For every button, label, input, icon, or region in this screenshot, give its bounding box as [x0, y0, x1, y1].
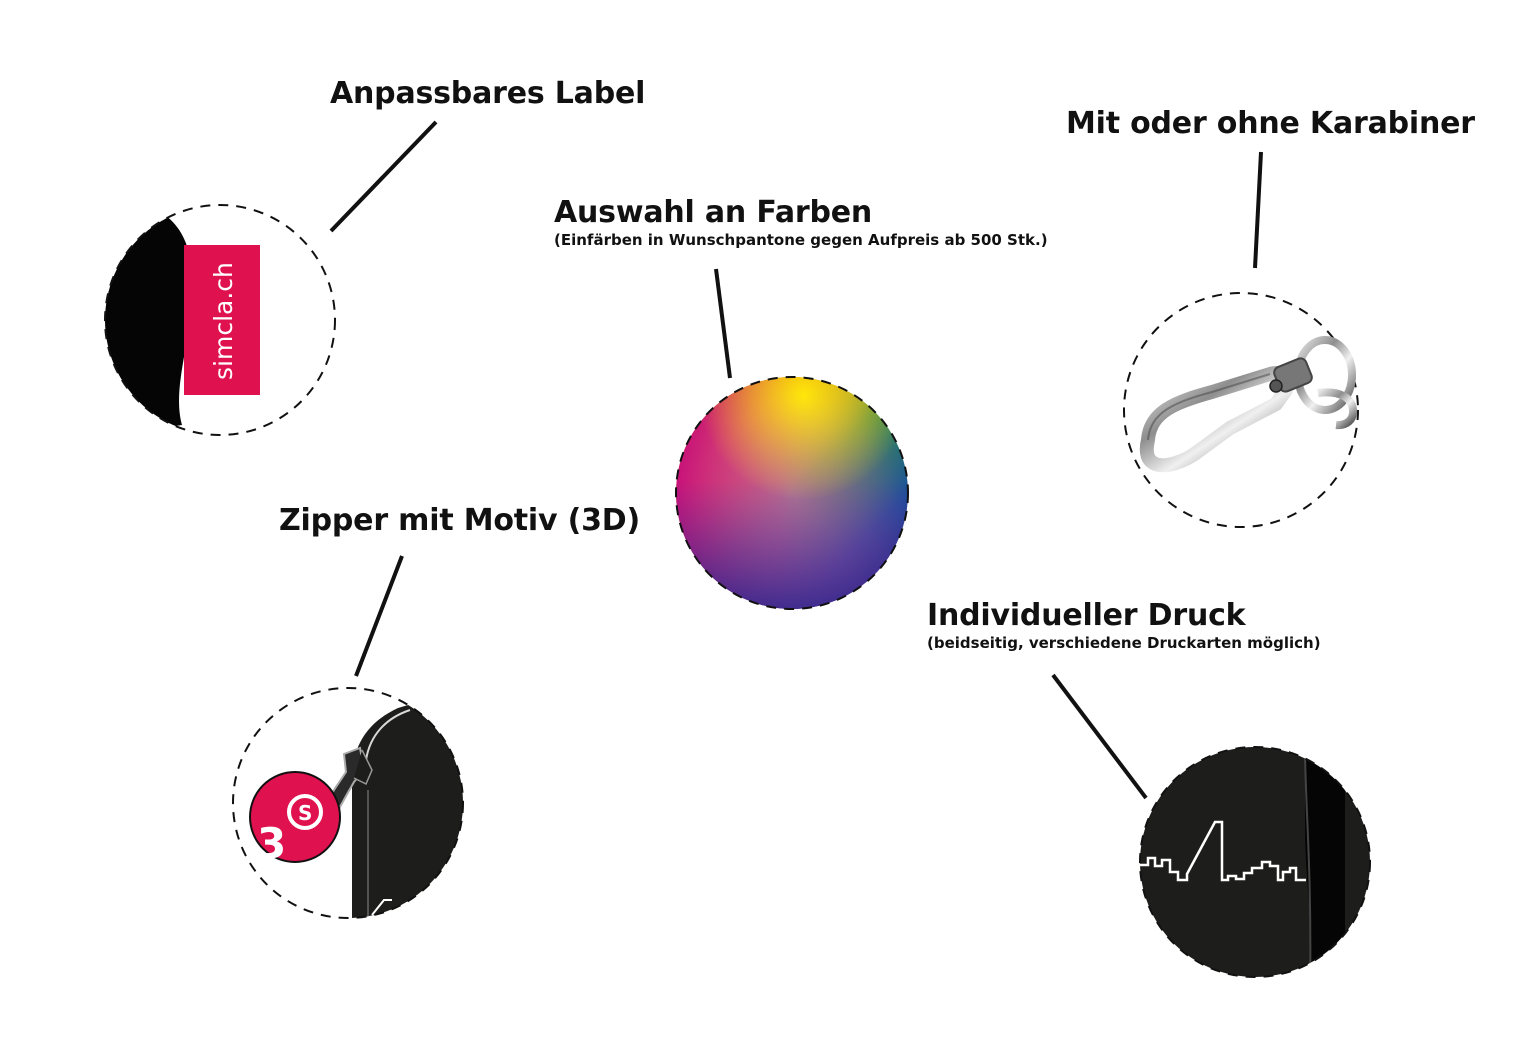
carabiner-title: Mit oder ohne Karabiner — [1066, 106, 1475, 141]
color-options-detail — [675, 268, 909, 610]
skyline-print — [1140, 820, 1306, 882]
carabiner-icon — [1139, 336, 1358, 473]
print-detail — [1051, 673, 1371, 978]
label-tag — [184, 245, 260, 395]
print-subtitle: (beidseitig, verschiedene Druckarten mög… — [927, 634, 1321, 652]
bag-edge-shape — [105, 212, 194, 435]
carabiner-detail-circle — [1123, 292, 1359, 528]
bag-side-panel — [1305, 748, 1345, 977]
carabiner-leader-line — [1253, 151, 1263, 269]
label-leader-line — [329, 120, 438, 233]
colors-title: Auswahl an Farben — [554, 195, 873, 230]
color-wheel — [676, 377, 908, 609]
zipper-title: Zipper mit Motiv (3D) — [279, 503, 640, 538]
carabiner-feature-title: Mit oder ohne Karabiner — [1066, 106, 1475, 141]
print-feature-title: Individueller Druck (beidseitig, verschi… — [927, 598, 1321, 652]
zipper-charm-logo-icon — [287, 794, 323, 830]
label-feature-title: Anpassbares Label — [330, 76, 645, 111]
bag-body — [352, 698, 463, 918]
colors-feature-title: Auswahl an Farben (Einfärben in Wunschpa… — [554, 195, 1048, 249]
zipper-detail: 3 S — [232, 555, 464, 919]
colors-subtitle: (Einfärben in Wunschpantone gegen Aufpre… — [554, 231, 1048, 249]
carabiner-detail — [1123, 151, 1359, 528]
zipper-leader-line — [354, 555, 404, 677]
label-logo-text: simcla.ch — [209, 262, 238, 380]
svg-text:S: S — [298, 801, 312, 825]
color-wheel-outline — [675, 376, 909, 610]
zipper-charm-number: 3 — [257, 819, 286, 868]
print-detail-circle — [1139, 746, 1371, 978]
print-leader-line — [1051, 673, 1148, 800]
label-detail: simcla.ch — [104, 120, 438, 436]
label-detail-circle — [104, 204, 336, 436]
zipper-detail-circle — [232, 687, 464, 919]
zipper-feature-title: Zipper mit Motiv (3D) — [279, 503, 640, 538]
label-title: Anpassbares Label — [330, 76, 646, 111]
zipper-charm — [249, 771, 341, 863]
colors-leader-line — [714, 268, 732, 379]
print-title: Individueller Druck — [927, 598, 1246, 633]
